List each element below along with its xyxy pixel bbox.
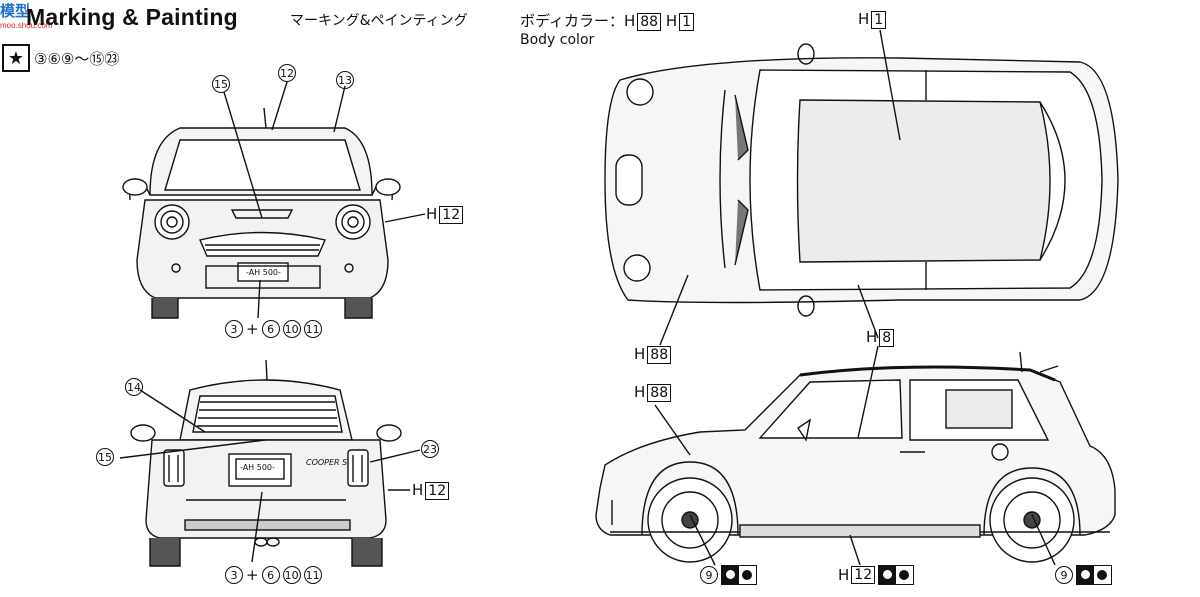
rear-color-code: 12 (425, 482, 450, 500)
stripe-color-code: 8 (879, 329, 895, 347)
sill-color-code: 12 (851, 566, 876, 584)
callout-15-front: 15 (212, 75, 230, 93)
front-plate-text: -AH 500- (246, 268, 281, 277)
rear-badge: COOPER S (306, 458, 348, 467)
body-color-code-1: 88 (637, 13, 662, 31)
watermark-logo-text: 模型 (0, 3, 31, 20)
side-view-car (595, 351, 1116, 563)
callout-13-front: 13 (336, 71, 354, 89)
front-wheel-decal: 9 (700, 565, 757, 585)
watermark-url: moo.shou.com (0, 21, 53, 30)
callout-14-rear: 14 (125, 378, 143, 396)
rear-wheel-decal: 9 (1055, 565, 1112, 585)
decal-swatch-icon (878, 565, 915, 585)
rear-plate-text: -AH 500- (240, 463, 275, 472)
side-body-color-code: 88 (647, 384, 672, 402)
callout-15-rear: 15 (96, 448, 114, 466)
star-icon: ★ (2, 44, 30, 72)
page-title: Marking & Painting (26, 4, 238, 30)
body-color-code-2: 1 (679, 13, 695, 31)
top-view-car (604, 43, 1119, 317)
callout-23-rear: 23 (421, 440, 439, 458)
page-title-jp: マーキング&ペインティング (290, 13, 468, 29)
hood-color-code: 88 (647, 346, 672, 364)
front-view-car (122, 107, 401, 319)
roof-color-code: 1 (871, 11, 887, 29)
rear-view-car (130, 359, 402, 567)
callout-12-front: 12 (278, 64, 296, 82)
decal-swatch-icon (721, 565, 757, 585)
parts-numbers: ③⑥⑨～⑮㉓ (34, 49, 120, 68)
body-color-label-jp: ボディカラー： (520, 12, 624, 30)
parts-list: ★ ③⑥⑨～⑮㉓ (2, 44, 119, 72)
watermark: 模型 moo.shou.com (0, 0, 52, 30)
body-color-label-en: Body color (520, 32, 595, 48)
decal-swatch-icon (1076, 565, 1112, 585)
front-color-code: 12 (439, 206, 464, 224)
